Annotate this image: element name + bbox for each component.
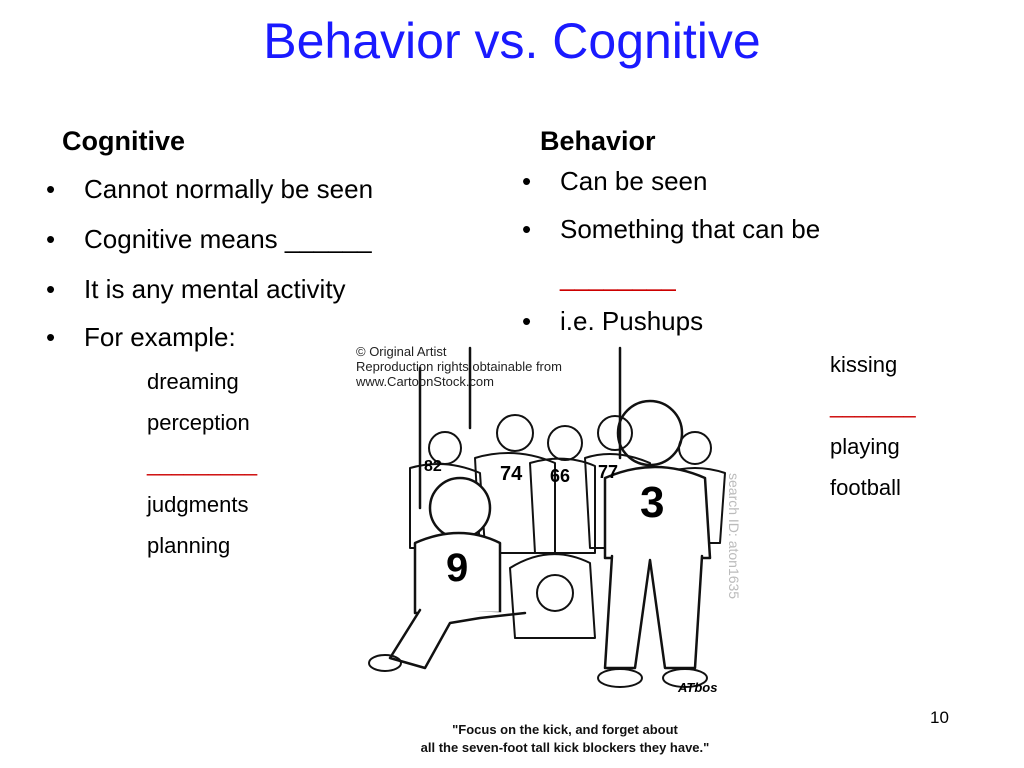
cognitive-example: planning bbox=[147, 533, 231, 558]
jersey-number: 3 bbox=[640, 478, 665, 527]
jersey-number: 82 bbox=[424, 458, 442, 475]
behavior-example-blank: _______ bbox=[830, 393, 916, 418]
cognitive-example-blank: _________ bbox=[147, 451, 258, 476]
behavior-bullet: •Can be seen bbox=[522, 166, 708, 196]
behavior-example: football bbox=[830, 475, 901, 500]
cognitive-example: perception bbox=[147, 410, 250, 435]
behavior-example: kissing bbox=[830, 352, 898, 377]
behavior-example: playing bbox=[830, 434, 900, 459]
cognitive-example: dreaming bbox=[147, 369, 239, 394]
football-cartoon-drawing bbox=[368, 346, 726, 688]
artist-signature: ATbos bbox=[678, 680, 718, 695]
jersey-number: 66 bbox=[550, 466, 571, 486]
behavior-bullet: •Something that can be bbox=[522, 214, 821, 244]
cognitive-bullet: •Cannot normally be seen bbox=[46, 174, 374, 204]
cognitive-bullet: •It is any mental activity bbox=[46, 274, 346, 304]
cognitive-bullet: •For example: bbox=[46, 322, 236, 352]
jersey-number: 9 bbox=[446, 546, 469, 590]
cognitive-bullet: •Cognitive means ______ bbox=[46, 224, 372, 254]
football-cartoon-image: © Original Artist Reproduction rights ob… bbox=[350, 338, 780, 763]
behavior-blank-line: ________ bbox=[560, 262, 676, 292]
page-number: 10 bbox=[930, 708, 949, 727]
cognitive-heading: Cognitive bbox=[62, 126, 186, 156]
behavior-heading: Behavior bbox=[540, 126, 656, 156]
slide-title: Behavior vs. Cognitive bbox=[263, 13, 761, 69]
search-id-watermark: search ID: aton1635 bbox=[726, 473, 742, 600]
cartoon-credit: © Original Artist Reproduction rights ob… bbox=[356, 344, 562, 389]
cognitive-example: judgments bbox=[147, 492, 249, 517]
jersey-number: 74 bbox=[500, 463, 523, 485]
jersey-number: 77 bbox=[598, 462, 619, 482]
cartoon-caption: "Focus on the kick, and forget about all… bbox=[420, 722, 710, 755]
behavior-bullet: •i.e. Pushups bbox=[522, 306, 704, 336]
